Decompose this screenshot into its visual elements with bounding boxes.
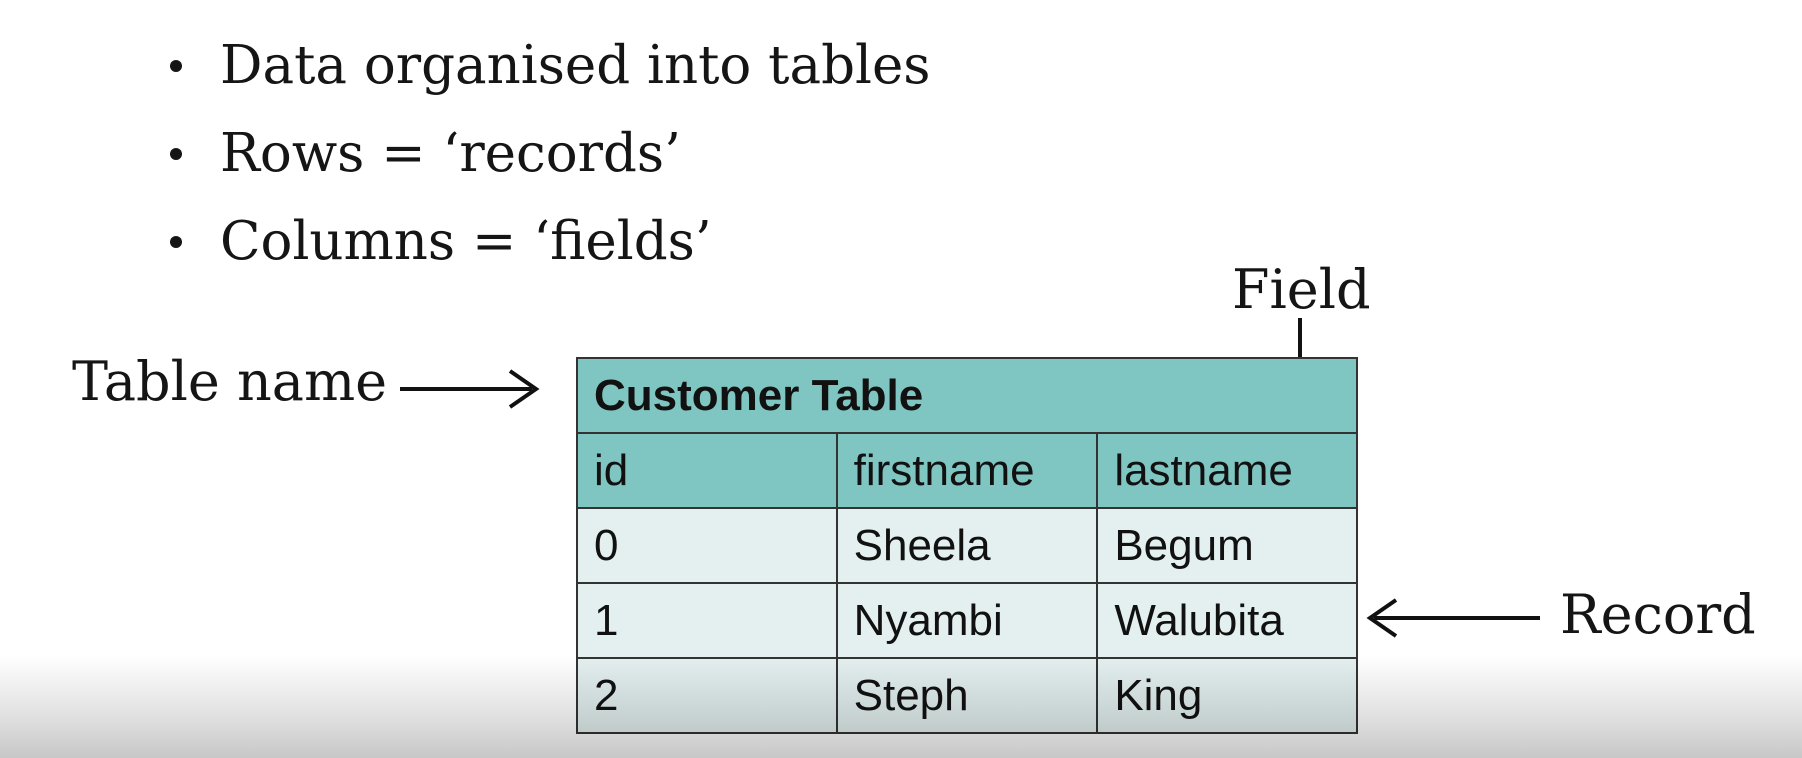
table-row: 0 Sheela Begum	[576, 507, 1358, 584]
table-cell-firstname: Sheela	[835, 507, 1099, 584]
column-header-id: id	[576, 432, 838, 509]
table-title: Customer Table	[576, 357, 1358, 434]
table-cell-id: 1	[576, 582, 838, 659]
table-header-row: id firstname lastname	[576, 432, 1358, 509]
record-label: Record	[1560, 583, 1756, 646]
table-name-arrow-icon	[400, 369, 540, 409]
table-name-label: Table name	[72, 350, 388, 413]
column-header-lastname: lastname	[1096, 432, 1358, 509]
table-cell-id: 2	[576, 657, 838, 734]
table-row: 2 Steph King	[576, 657, 1358, 734]
table-cell-id: 0	[576, 507, 838, 584]
bullet-dot-icon	[170, 236, 182, 248]
bullet-text: Columns = ‘fields’	[220, 211, 712, 272]
bullet-item: Columns = ‘fields’	[165, 198, 931, 286]
record-arrow-icon	[1366, 598, 1540, 638]
bullet-dot-icon	[170, 60, 182, 72]
table-cell-firstname: Steph	[835, 657, 1099, 734]
bullet-item: Data organised into tables	[165, 22, 931, 110]
field-label: Field	[1232, 258, 1371, 321]
bullet-text: Data organised into tables	[220, 35, 931, 96]
table-cell-firstname: Nyambi	[835, 582, 1099, 659]
customer-table: Customer Table id firstname lastname 0 S…	[576, 357, 1358, 734]
table-row: 1 Nyambi Walubita	[576, 582, 1358, 659]
bullet-item: Rows = ‘records’	[165, 110, 931, 198]
table-title-row: Customer Table	[576, 357, 1358, 434]
bullet-text: Rows = ‘records’	[220, 123, 681, 184]
table-cell-lastname: Walubita	[1096, 582, 1358, 659]
bullet-dot-icon	[170, 148, 182, 160]
bullet-list: Data organised into tables Rows = ‘recor…	[165, 22, 931, 286]
column-header-firstname: firstname	[835, 432, 1099, 509]
table-cell-lastname: King	[1096, 657, 1358, 734]
table-cell-lastname: Begum	[1096, 507, 1358, 584]
